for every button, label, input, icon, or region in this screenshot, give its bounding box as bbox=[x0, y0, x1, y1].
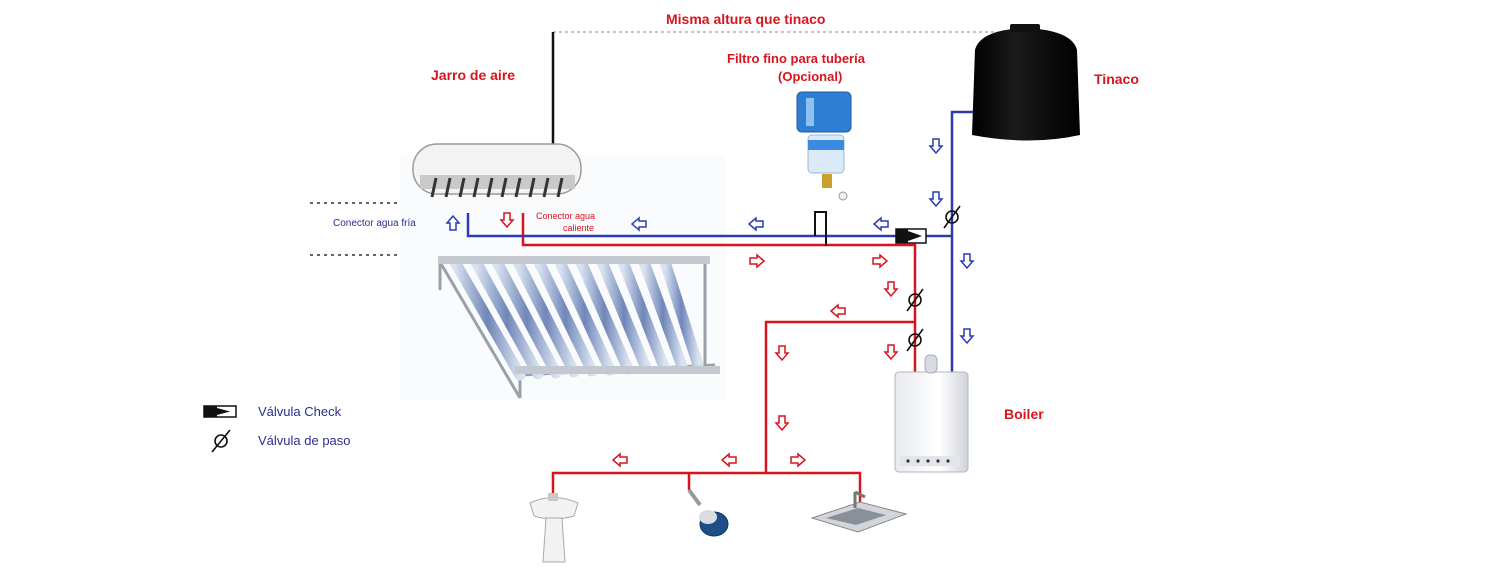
tank-label: Tinaco bbox=[1094, 71, 1139, 87]
cold-water-pipes bbox=[466, 110, 975, 375]
arrow-down-icon bbox=[960, 253, 974, 269]
arrow-down-icon bbox=[775, 345, 789, 361]
cold-pipe-to-collector bbox=[466, 213, 952, 238]
boiler-top-vent bbox=[924, 354, 938, 374]
hot-water-pipes bbox=[521, 213, 917, 503]
boiler-panel bbox=[900, 456, 960, 466]
arrow-right-icon bbox=[790, 453, 806, 467]
shutoff-valves bbox=[906, 205, 961, 352]
shutoff-valve-cold bbox=[943, 205, 961, 229]
filter-head bbox=[796, 91, 852, 133]
hot-pipe-to-fixtures bbox=[764, 320, 915, 473]
legend-check-valve-label: Válvula Check bbox=[258, 404, 342, 419]
height-note-label: Misma altura que tinaco bbox=[666, 11, 826, 27]
arrow-left-icon bbox=[612, 453, 628, 467]
filter-bypass-pipe bbox=[814, 211, 827, 246]
arrow-right-icon bbox=[749, 254, 765, 268]
tank-body bbox=[972, 28, 1080, 141]
legend-shutoff-valve-icon bbox=[211, 429, 231, 453]
collector-bottom-bar bbox=[515, 366, 720, 374]
arrow-left-icon bbox=[830, 304, 846, 318]
air-jar-label: Jarro de aire bbox=[431, 67, 516, 83]
arrow-down-icon bbox=[929, 191, 943, 207]
shower-head bbox=[687, 488, 729, 537]
cold-connector-label: Conector agua fría bbox=[333, 218, 416, 229]
kitchen-sink bbox=[810, 490, 908, 533]
collector-tank-shade bbox=[420, 175, 575, 189]
boiler-unit bbox=[894, 354, 969, 473]
arrow-left-icon bbox=[721, 453, 737, 467]
water-tank bbox=[972, 24, 1080, 141]
filter-drain bbox=[838, 191, 848, 201]
arrow-down-icon bbox=[960, 328, 974, 344]
hot-connector-label-line1: Conector agua bbox=[536, 211, 596, 221]
hot-pipe-collector-to-boiler bbox=[521, 213, 917, 375]
legend-check-valve-icon bbox=[203, 405, 237, 418]
arrow-left-icon bbox=[748, 217, 764, 231]
filter-label-line2: (Opcional) bbox=[778, 69, 843, 84]
collector-top-bar bbox=[438, 256, 710, 264]
legend-shutoff-valve-label: Válvula de paso bbox=[258, 433, 351, 448]
arrow-down-icon bbox=[884, 281, 898, 297]
vacuum-tubes bbox=[449, 256, 704, 381]
boiler-label: Boiler bbox=[1004, 406, 1044, 422]
filter-valve bbox=[822, 174, 832, 188]
check-valve bbox=[895, 228, 927, 244]
shutoff-valve-hot-lower bbox=[906, 328, 924, 352]
solar-collector bbox=[400, 143, 725, 400]
arrow-down-icon bbox=[884, 344, 898, 360]
boiler-buttons bbox=[906, 459, 950, 463]
hot-pipe-fixtures-manifold bbox=[551, 471, 862, 503]
arrow-right-icon bbox=[872, 254, 888, 268]
arrow-down-icon bbox=[929, 138, 943, 154]
arrow-left-icon bbox=[873, 217, 889, 231]
fine-pipe-filter bbox=[796, 91, 852, 201]
sink-pedestal bbox=[529, 493, 579, 563]
tank-lid bbox=[1010, 24, 1040, 32]
arrow-down-icon bbox=[775, 415, 789, 431]
filter-label-line1: Filtro fino para tubería bbox=[727, 51, 865, 66]
cold-pipe-tank-to-boiler bbox=[950, 110, 975, 375]
filter-band bbox=[808, 140, 844, 150]
upper-tube-stubs bbox=[430, 177, 564, 198]
shutoff-valve-hot-upper bbox=[906, 288, 924, 312]
hot-connector-label-line2: caliente bbox=[563, 223, 595, 233]
filter-head-shine bbox=[806, 98, 814, 126]
